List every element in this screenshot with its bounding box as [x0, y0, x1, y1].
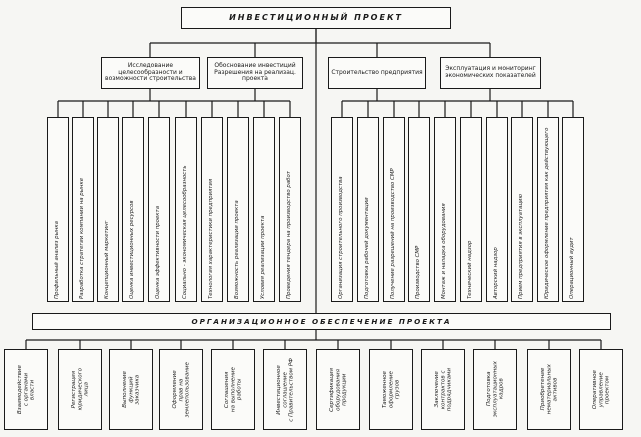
- support-function-label: Регистрация юридического лица: [70, 368, 90, 411]
- category-box-research: Исследование целесообразности и возможно…: [101, 57, 200, 89]
- task-label: Технический надзор: [467, 240, 474, 299]
- project-title: ИНВЕСТИЦИОННЫЙ ПРОЕКТ: [229, 13, 403, 22]
- category-box-construction: Строительство предприятия: [328, 57, 426, 89]
- support-function-label: Подготовка эксплуатационных кадров: [485, 361, 505, 418]
- task-label: Авторский надзор: [493, 247, 500, 299]
- task-column: Оценка инвестиционных ресурсов: [122, 117, 144, 302]
- support-function-box: Регистрация юридического лица: [58, 349, 102, 430]
- task-column: Технология характеристики предприятия: [201, 117, 223, 302]
- task-column: Операционный аудит: [562, 117, 584, 302]
- category-box-justification: Обоснование инвестиций Разрешения на реа…: [207, 57, 303, 89]
- task-label: Прием предприятия в эксплуатацию: [518, 193, 525, 299]
- support-function-box: Оформление прав на землепользование: [159, 349, 203, 430]
- task-label: Возможность реализации проекта: [234, 200, 241, 299]
- task-label: Оценка эффективности проекта: [155, 206, 162, 299]
- support-function-label: Оперативное управление проектом: [591, 369, 611, 410]
- task-column: Социально - экономическая целесообразнос…: [175, 117, 197, 302]
- task-column: Организация строительного производства: [331, 117, 353, 302]
- task-label: Проведения тендера на производство работ: [286, 171, 293, 299]
- task-label: Подготовка рабочей документации: [364, 197, 371, 299]
- support-function-box: Оперативное управление проектом: [579, 349, 623, 430]
- task-column: Подготовка рабочей документации: [357, 117, 379, 302]
- task-label: Профильный анализ рынка: [54, 221, 61, 299]
- support-function-label: Сертификация оборудования продукции: [328, 367, 348, 412]
- support-function-box: Сертификация оборудования продукции: [316, 349, 360, 430]
- task-label: Разработка стратегии компании на рынке: [79, 177, 86, 299]
- category-label: Строительство предприятия: [331, 68, 423, 76]
- task-label: Производство СМР: [415, 245, 422, 299]
- category-label: Обоснование инвестиций Разрешения на реа…: [214, 61, 296, 83]
- task-label: Технология характеристики предприятия: [208, 178, 215, 299]
- support-function-box: Инвестиционное соглашение с Правительств…: [263, 349, 307, 430]
- support-function-box: Соглашения на выполнение работы: [211, 349, 255, 430]
- task-label: Организация строительного производства: [338, 176, 345, 299]
- task-column: Монтаж и наладка оборудования: [434, 117, 456, 302]
- support-function-label: Взаимодействие с органами власти: [16, 364, 36, 415]
- task-column: Проведения тендера на производство работ: [279, 117, 301, 302]
- project-title-box: ИНВЕСТИЦИОННЫЙ ПРОЕКТ: [181, 7, 451, 29]
- support-function-box: Приобретение нематериальных активов: [527, 349, 571, 430]
- task-column: Производство СМР: [408, 117, 430, 302]
- support-function-box: Выполнение функций заказчика: [109, 349, 153, 430]
- category-label: Исследование целесообразности и возможно…: [105, 61, 196, 83]
- support-function-box: Заключение контрактов с подрядчиками: [421, 349, 465, 430]
- category-label: Эксплуатация и мониторинг экономических …: [445, 65, 536, 79]
- support-function-label: Инвестиционное соглашение с Правительств…: [275, 357, 295, 422]
- task-column: Юридическое оформление предприятия как д…: [537, 117, 559, 302]
- task-column: Концепционный маркетинг: [97, 117, 119, 302]
- task-column: Профильный анализ рынка: [47, 117, 69, 302]
- support-function-label: Заключение контрактов с подрядчиками: [433, 367, 453, 412]
- task-label: Монтаж и наладка оборудования: [441, 203, 448, 299]
- support-function-label: Таможенное оформление грузов: [381, 370, 401, 409]
- task-column: Прием предприятия в эксплуатацию: [511, 117, 533, 302]
- task-label: Концепционный маркетинг: [104, 220, 111, 299]
- support-function-label: Приобретение нематериальных активов: [539, 364, 559, 415]
- task-label: Операционный аудит: [569, 237, 576, 299]
- support-function-label: Соглашения на выполнение работы: [223, 366, 243, 413]
- task-column: Оценка эффективности проекта: [148, 117, 170, 302]
- support-function-box: Взаимодействие с органами власти: [4, 349, 48, 430]
- task-column: Разработка стратегии компании на рынке: [72, 117, 94, 302]
- task-label: Оценка инвестиционных ресурсов: [129, 200, 136, 299]
- category-box-operation: Эксплуатация и мониторинг экономических …: [440, 57, 541, 89]
- task-label: Получение разрешений на производство СМР: [390, 168, 397, 299]
- task-column: Условия реализации проекта: [253, 117, 275, 302]
- task-column: Технический надзор: [460, 117, 482, 302]
- task-label: Юридическое оформление предприятия как д…: [544, 127, 551, 299]
- organizational-support-band: ОРГАНИЗАЦИОННОЕ ОБЕСПЕЧЕНИЕ ПРОЕКТА: [32, 313, 611, 330]
- task-label: Условия реализации проекта: [260, 215, 267, 299]
- support-function-label: Выполнение функций заказчика: [121, 371, 141, 408]
- band-label: ОРГАНИЗАЦИОННОЕ ОБЕСПЕЧЕНИЕ ПРОЕКТА: [191, 317, 452, 326]
- task-label: Социально - экономическая целесообразнос…: [182, 165, 189, 299]
- task-column: Авторский надзор: [486, 117, 508, 302]
- support-function-box: Таможенное оформление грузов: [369, 349, 413, 430]
- task-column: Возможность реализации проекта: [227, 117, 249, 302]
- support-function-box: Подготовка эксплуатационных кадров: [473, 349, 517, 430]
- task-column: Получение разрешений на производство СМР: [383, 117, 405, 302]
- support-function-label: Оформление прав на землепользование: [171, 361, 191, 418]
